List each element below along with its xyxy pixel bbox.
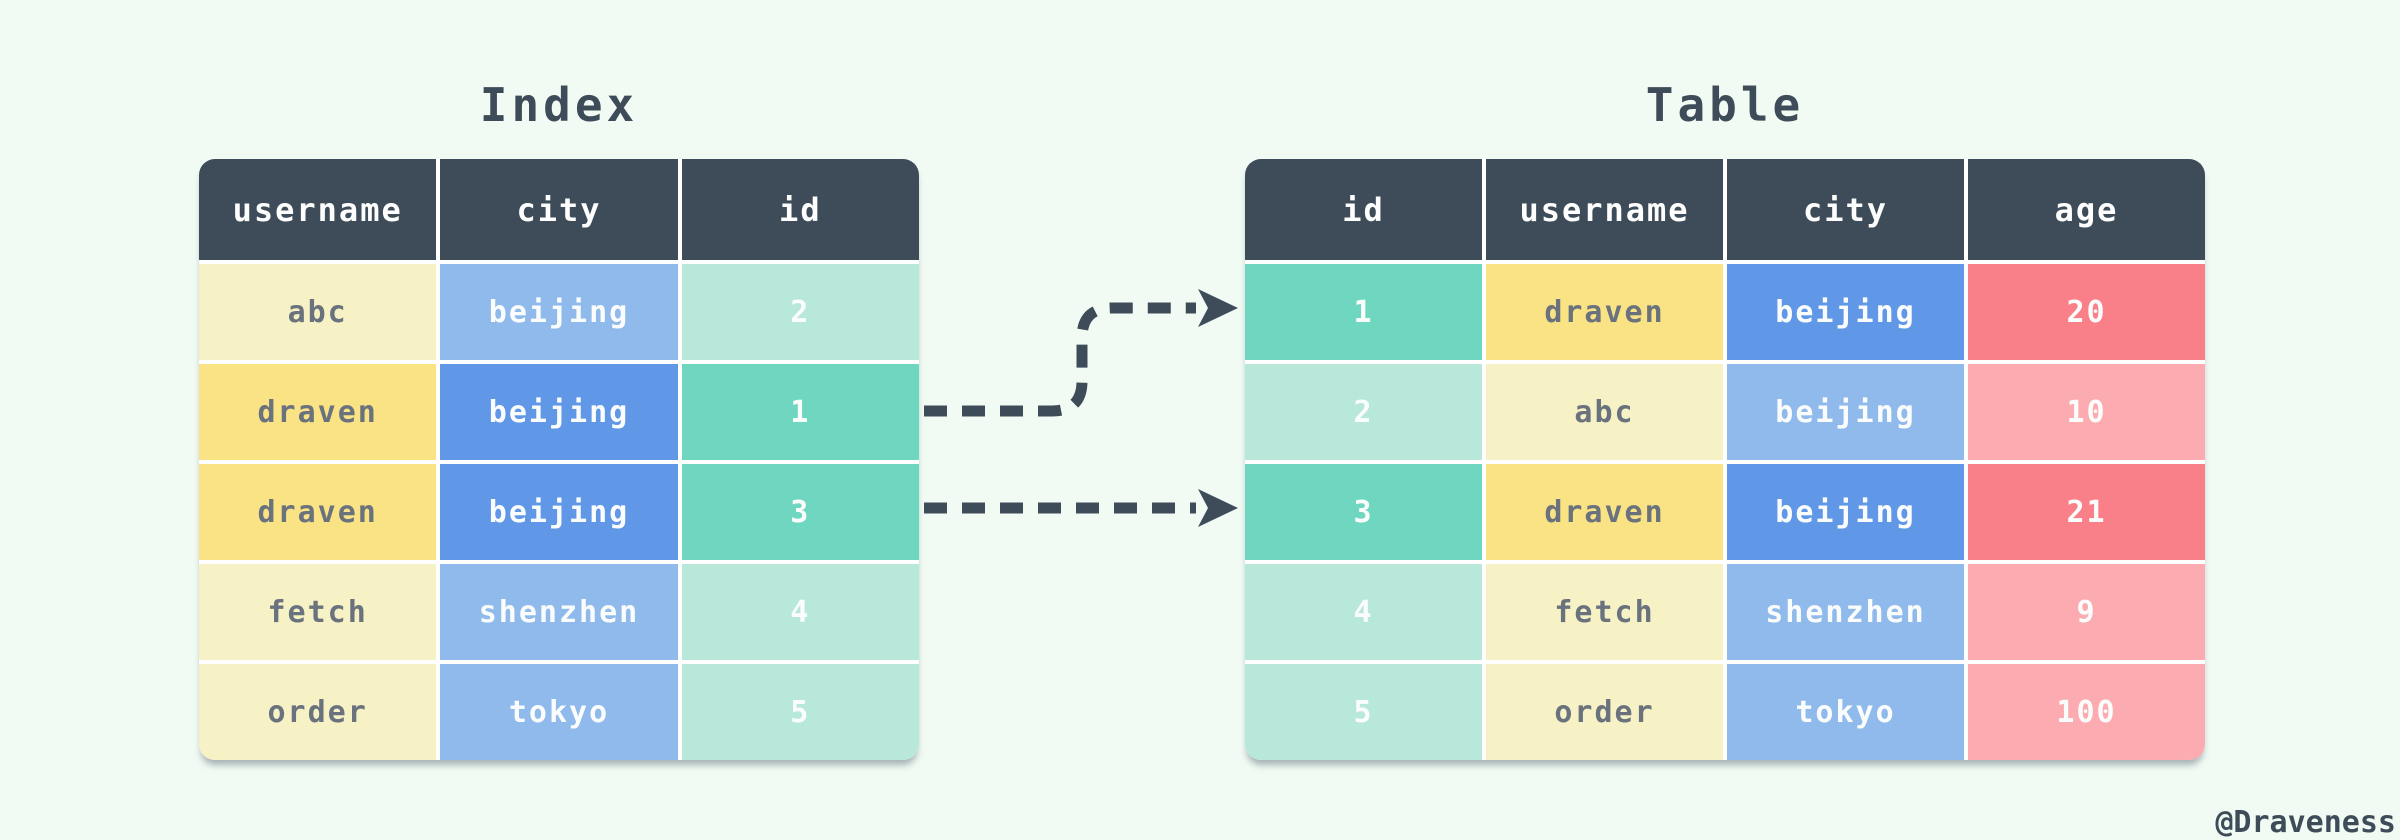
index-cell-city: tokyo [440,664,678,760]
table-header-id: id [1245,159,1482,260]
index-cell-city: shenzhen [440,564,678,660]
index-header-city: city [440,159,678,260]
index-header-username: username [199,159,437,260]
index-cell-id: 4 [681,564,919,660]
table-cell-age: 9 [1968,564,2205,660]
table-cell-id: 2 [1245,364,1482,460]
index-cell-username: order [199,664,437,760]
table-cell-id: 1 [1245,264,1482,360]
index-cell-username: draven [199,364,437,460]
index-cell-city: beijing [440,264,678,360]
watermark-credit: @Draveness [2215,805,2396,840]
table-cell-city: beijing [1727,464,1964,560]
table-cell-username: order [1486,664,1723,760]
table-cell-age: 20 [1968,264,2205,360]
arrow-index3-to-row3 [924,489,1238,527]
table-cell-age: 10 [1968,364,2205,460]
index-cell-city: beijing [440,364,678,460]
table-header-username: username [1486,159,1723,260]
main-table: id username city age 1 draven beijing 20… [1245,159,2205,760]
index-table-title: Index [479,78,639,132]
table-cell-username: abc [1486,364,1723,460]
index-cell-id: 1 [681,364,919,460]
table-cell-city: beijing [1727,364,1964,460]
table-cell-id: 3 [1245,464,1482,560]
table-header-city: city [1727,159,1964,260]
table-header-age: age [1968,159,2205,260]
index-cell-id: 2 [681,264,919,360]
table-cell-city: beijing [1727,264,1964,360]
table-cell-id: 5 [1245,664,1482,760]
main-table-title: Table [1645,78,1805,132]
table-cell-city: shenzhen [1727,564,1964,660]
table-cell-id: 4 [1245,564,1482,660]
table-cell-username: fetch [1486,564,1723,660]
index-table: username city id abc beijing 2 draven be… [199,159,919,760]
index-cell-id: 5 [681,664,919,760]
index-cell-id: 3 [681,464,919,560]
index-cell-username: fetch [199,564,437,660]
table-cell-age: 21 [1968,464,2205,560]
table-cell-username: draven [1486,464,1723,560]
table-cell-username: draven [1486,264,1723,360]
index-cell-city: beijing [440,464,678,560]
table-cell-city: tokyo [1727,664,1964,760]
arrow-index1-to-row1 [924,289,1238,417]
index-cell-username: abc [199,264,437,360]
table-cell-age: 100 [1968,664,2205,760]
index-cell-username: draven [199,464,437,560]
index-header-id: id [681,159,919,260]
